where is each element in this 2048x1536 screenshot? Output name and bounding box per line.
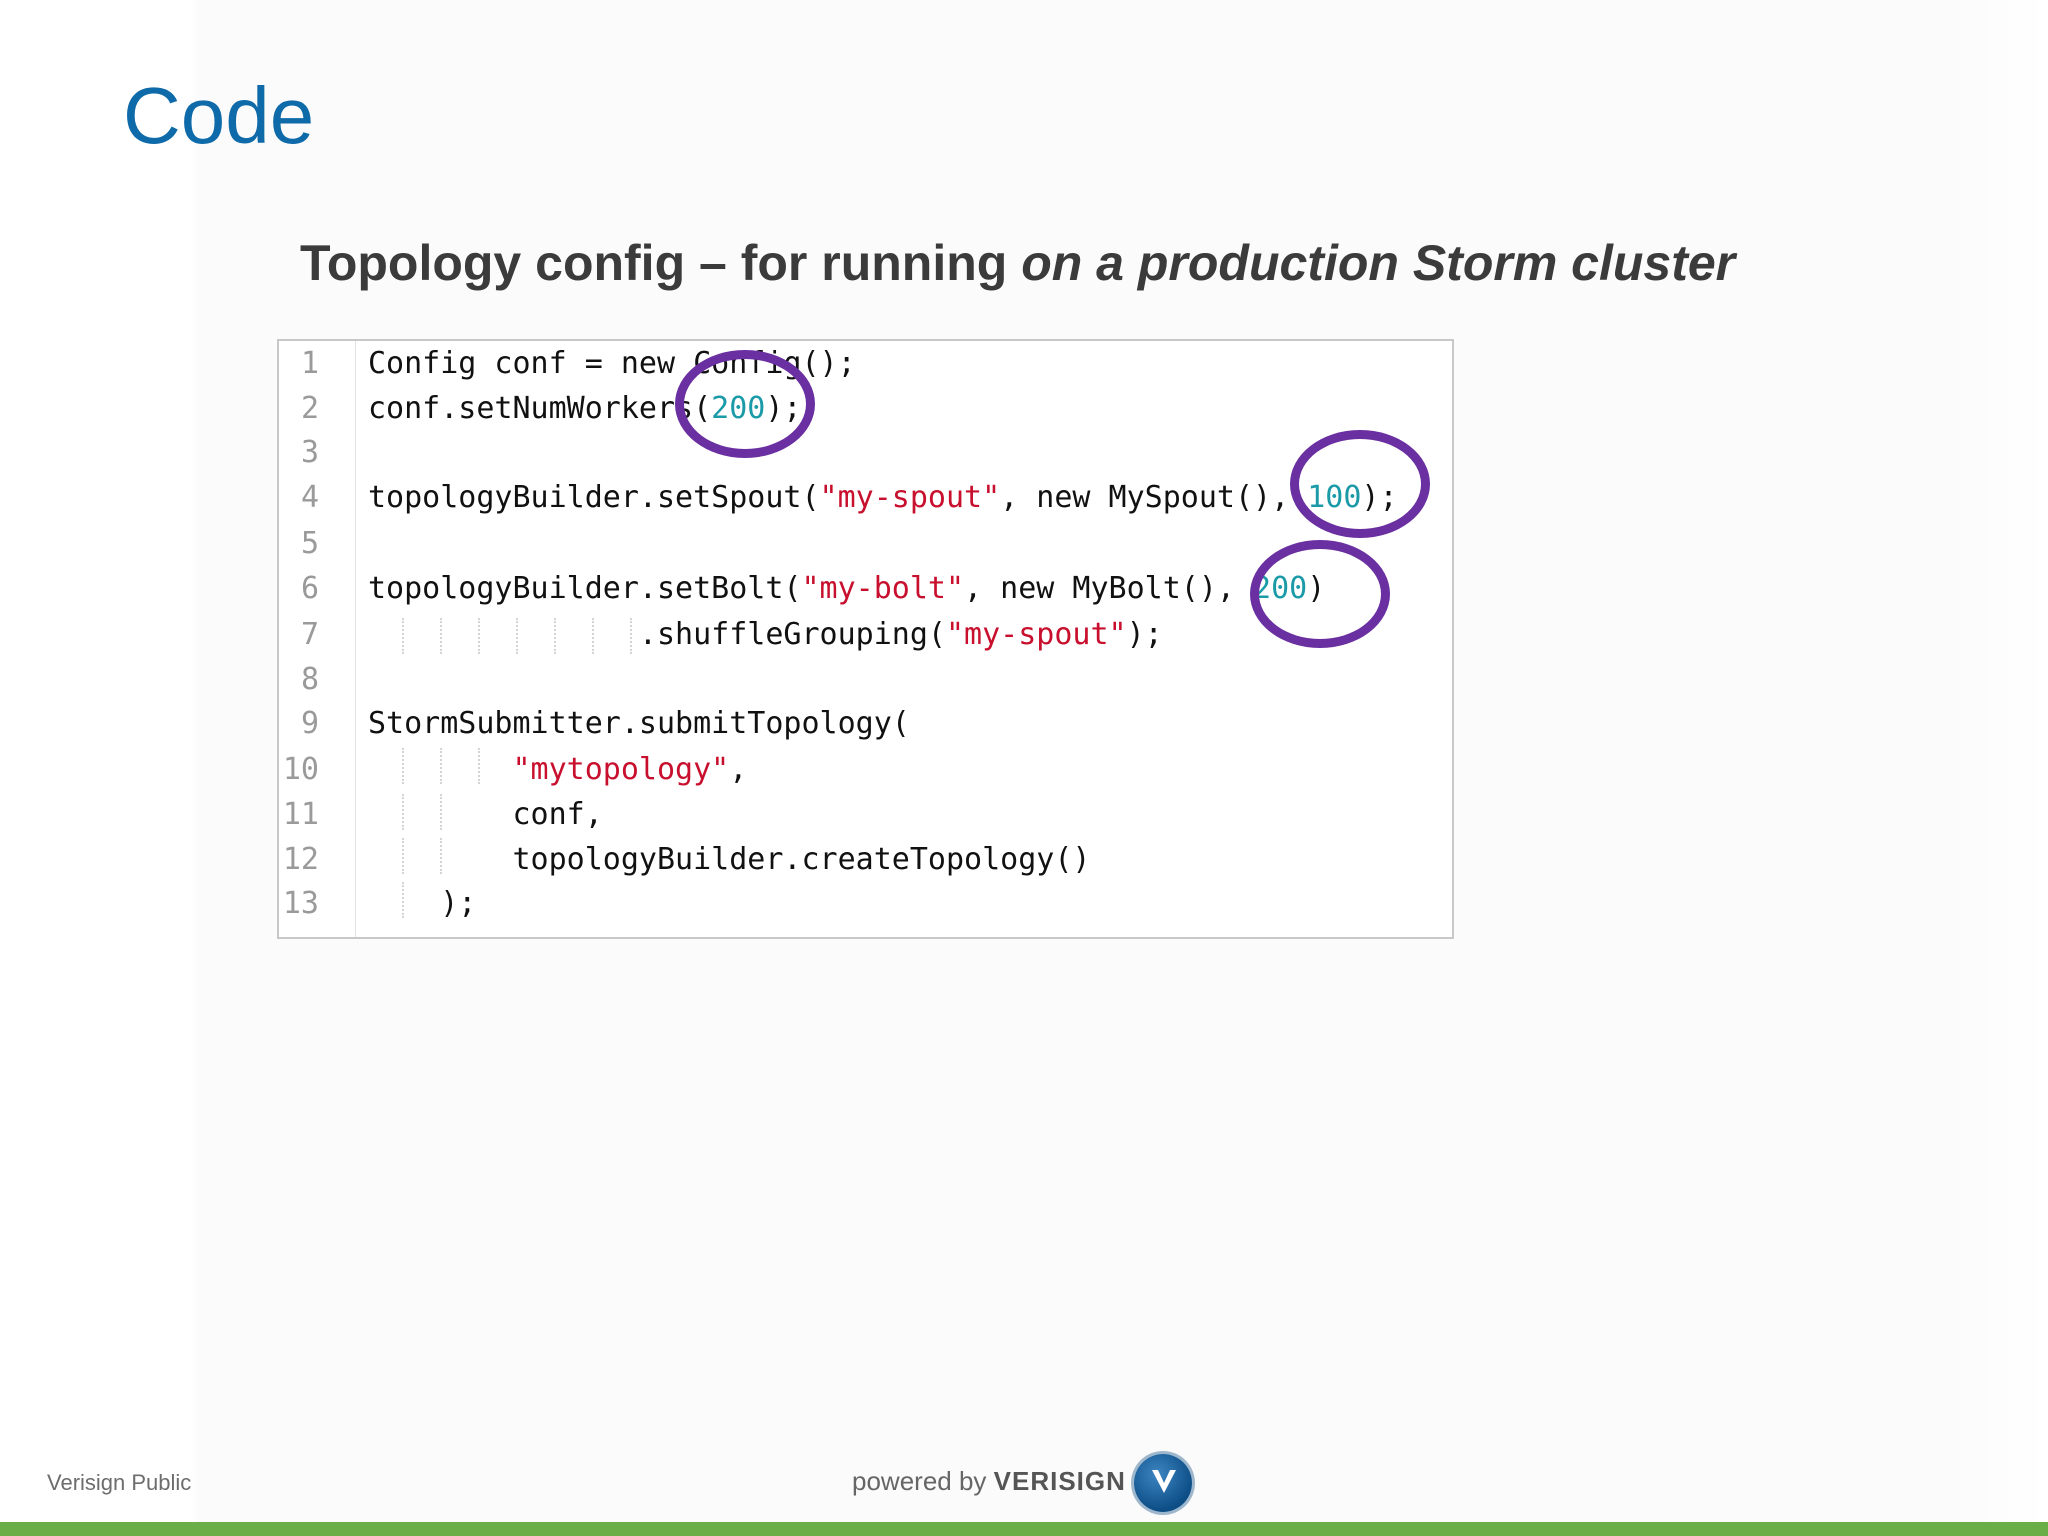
code-line: 13 ); — [279, 882, 1452, 926]
line-number: 10 — [282, 752, 319, 787]
code-token: StormSubmitter.submitTopology( — [368, 706, 910, 741]
highlight-circle-spout-parallelism — [1290, 430, 1430, 538]
line-number: 7 — [300, 617, 319, 652]
code-string: "my-bolt" — [801, 571, 965, 606]
line-number: 2 — [300, 391, 319, 426]
code-token: topologyBuilder.createTopology() — [368, 842, 1091, 877]
code-text: "mytopology", — [368, 748, 748, 792]
code-string: "mytopology" — [512, 752, 730, 787]
slide-title: Code — [123, 71, 315, 160]
code-text: ); — [368, 882, 476, 926]
code-line: 9 StormSubmitter.submitTopology( — [279, 702, 1452, 746]
code-token: topologyBuilder.setSpout( — [368, 480, 820, 515]
code-text: topologyBuilder.setSpout("my-spout", new… — [368, 476, 1398, 520]
bottom-accent-bar — [0, 1522, 2048, 1536]
code-line: 3 — [279, 431, 1452, 475]
code-token: , new MySpout(), — [1000, 480, 1308, 515]
code-token: , new MyBolt(), — [964, 571, 1254, 606]
line-number: 3 — [300, 435, 319, 470]
highlight-circle-num-workers — [675, 350, 815, 458]
footer-classification: Verisign Public — [47, 1470, 192, 1495]
slide-subtitle: Topology config – for running on a produ… — [300, 234, 1735, 292]
line-number: 8 — [300, 662, 319, 697]
code-text: topologyBuilder.createTopology() — [368, 838, 1090, 882]
line-number: 13 — [282, 886, 319, 921]
checkmark-v-icon — [1152, 1470, 1176, 1493]
code-text: .shuffleGrouping("my-spout"); — [368, 613, 1163, 657]
powered-by-text: powered by — [852, 1466, 994, 1496]
code-line: 5 — [279, 522, 1452, 566]
code-line: 12 topologyBuilder.createTopology() — [279, 838, 1452, 882]
line-number: 9 — [300, 706, 319, 741]
code-token: ); — [368, 886, 477, 921]
code-line: 7 .shuffleGrouping("my-spout"); — [279, 613, 1452, 657]
code-token: conf.setNumWorkers( — [368, 391, 712, 426]
line-number: 6 — [300, 571, 319, 606]
line-number: 1 — [300, 346, 319, 381]
brand-name: VERISIGN — [993, 1466, 1126, 1496]
code-text: StormSubmitter.submitTopology( — [368, 702, 910, 746]
code-line: 8 — [279, 658, 1452, 702]
line-number: 5 — [300, 526, 319, 561]
highlight-circle-bolt-parallelism — [1250, 540, 1390, 648]
code-token: ); — [1126, 617, 1163, 652]
code-token: topologyBuilder.setBolt( — [368, 571, 802, 606]
code-line: 11 conf, — [279, 793, 1452, 837]
code-string: "my-spout" — [945, 617, 1127, 652]
line-number: 4 — [300, 480, 319, 515]
line-number: 11 — [282, 797, 319, 832]
subtitle-plain: Topology config – for running — [300, 235, 1022, 291]
code-token: .shuffleGrouping( — [368, 617, 946, 652]
code-text: topologyBuilder.setBolt("my-bolt", new M… — [368, 567, 1325, 611]
subtitle-italic: on a production Storm cluster — [1021, 235, 1736, 291]
code-text: conf, — [368, 793, 603, 837]
footer-powered-by: powered by VERISIGN — [852, 1466, 1126, 1497]
code-line: 4 topologyBuilder.setSpout("my-spout", ne… — [279, 476, 1452, 520]
line-number-gutter — [279, 341, 356, 937]
code-string: "my-spout" — [819, 480, 1001, 515]
line-number: 12 — [282, 842, 319, 877]
code-token: , — [729, 752, 748, 787]
code-token: conf, — [368, 797, 603, 832]
code-line: 10 "mytopology", — [279, 748, 1452, 792]
